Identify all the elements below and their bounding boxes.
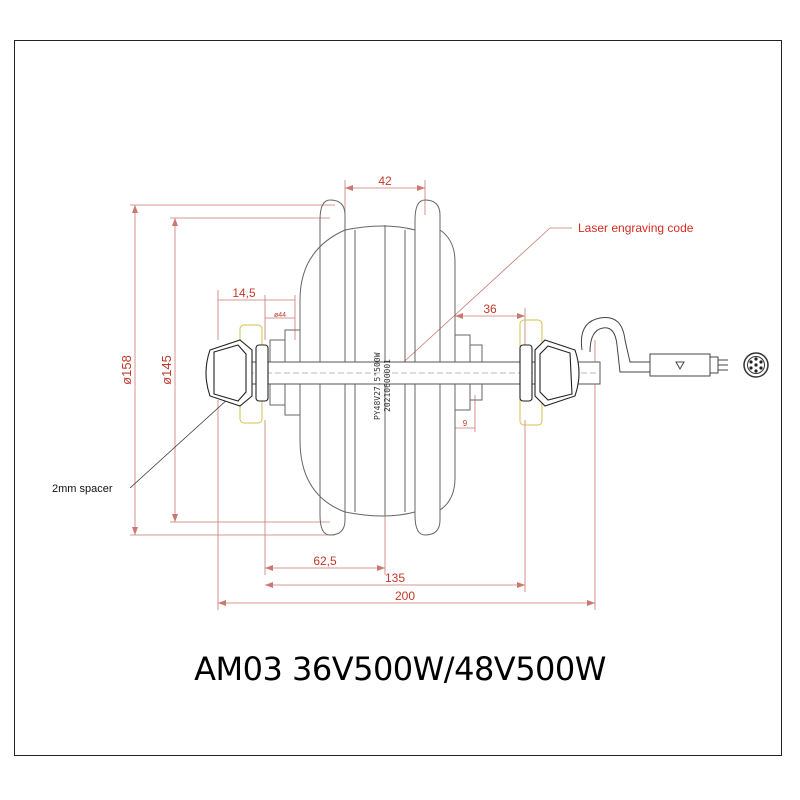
engraving-line-1: PY48V27.5"500W — [373, 352, 382, 420]
dimension-arrows — [132, 185, 595, 606]
dim-135: 135 — [385, 571, 405, 585]
dim-diameter-145: ø145 — [159, 355, 174, 385]
dim-axle-right: 36 — [483, 302, 497, 316]
dim-62-5: 62,5 — [313, 554, 337, 568]
callout-laser-engraving: Laser engraving code — [578, 221, 694, 235]
dim-hub-width: 42 — [378, 174, 392, 188]
axle-nuts — [205, 339, 580, 407]
dim-diameter-158: ø158 — [119, 355, 134, 385]
cable-connector — [580, 316, 728, 377]
connector-end-icon — [743, 352, 769, 378]
dimension-lines — [129, 180, 596, 610]
callout-spacer: 2mm spacer — [52, 483, 113, 495]
diagram-frame — [14, 40, 782, 756]
model-title: AM03 36V500W/48V500W — [194, 650, 606, 688]
dim-axle-left: 14,5 — [232, 286, 256, 300]
dim-small-diameter: ø44 — [274, 312, 286, 319]
engraving-line-2: 20210600001 — [383, 359, 392, 412]
dim-nine: 9 — [463, 419, 468, 428]
dim-200: 200 — [395, 589, 415, 603]
